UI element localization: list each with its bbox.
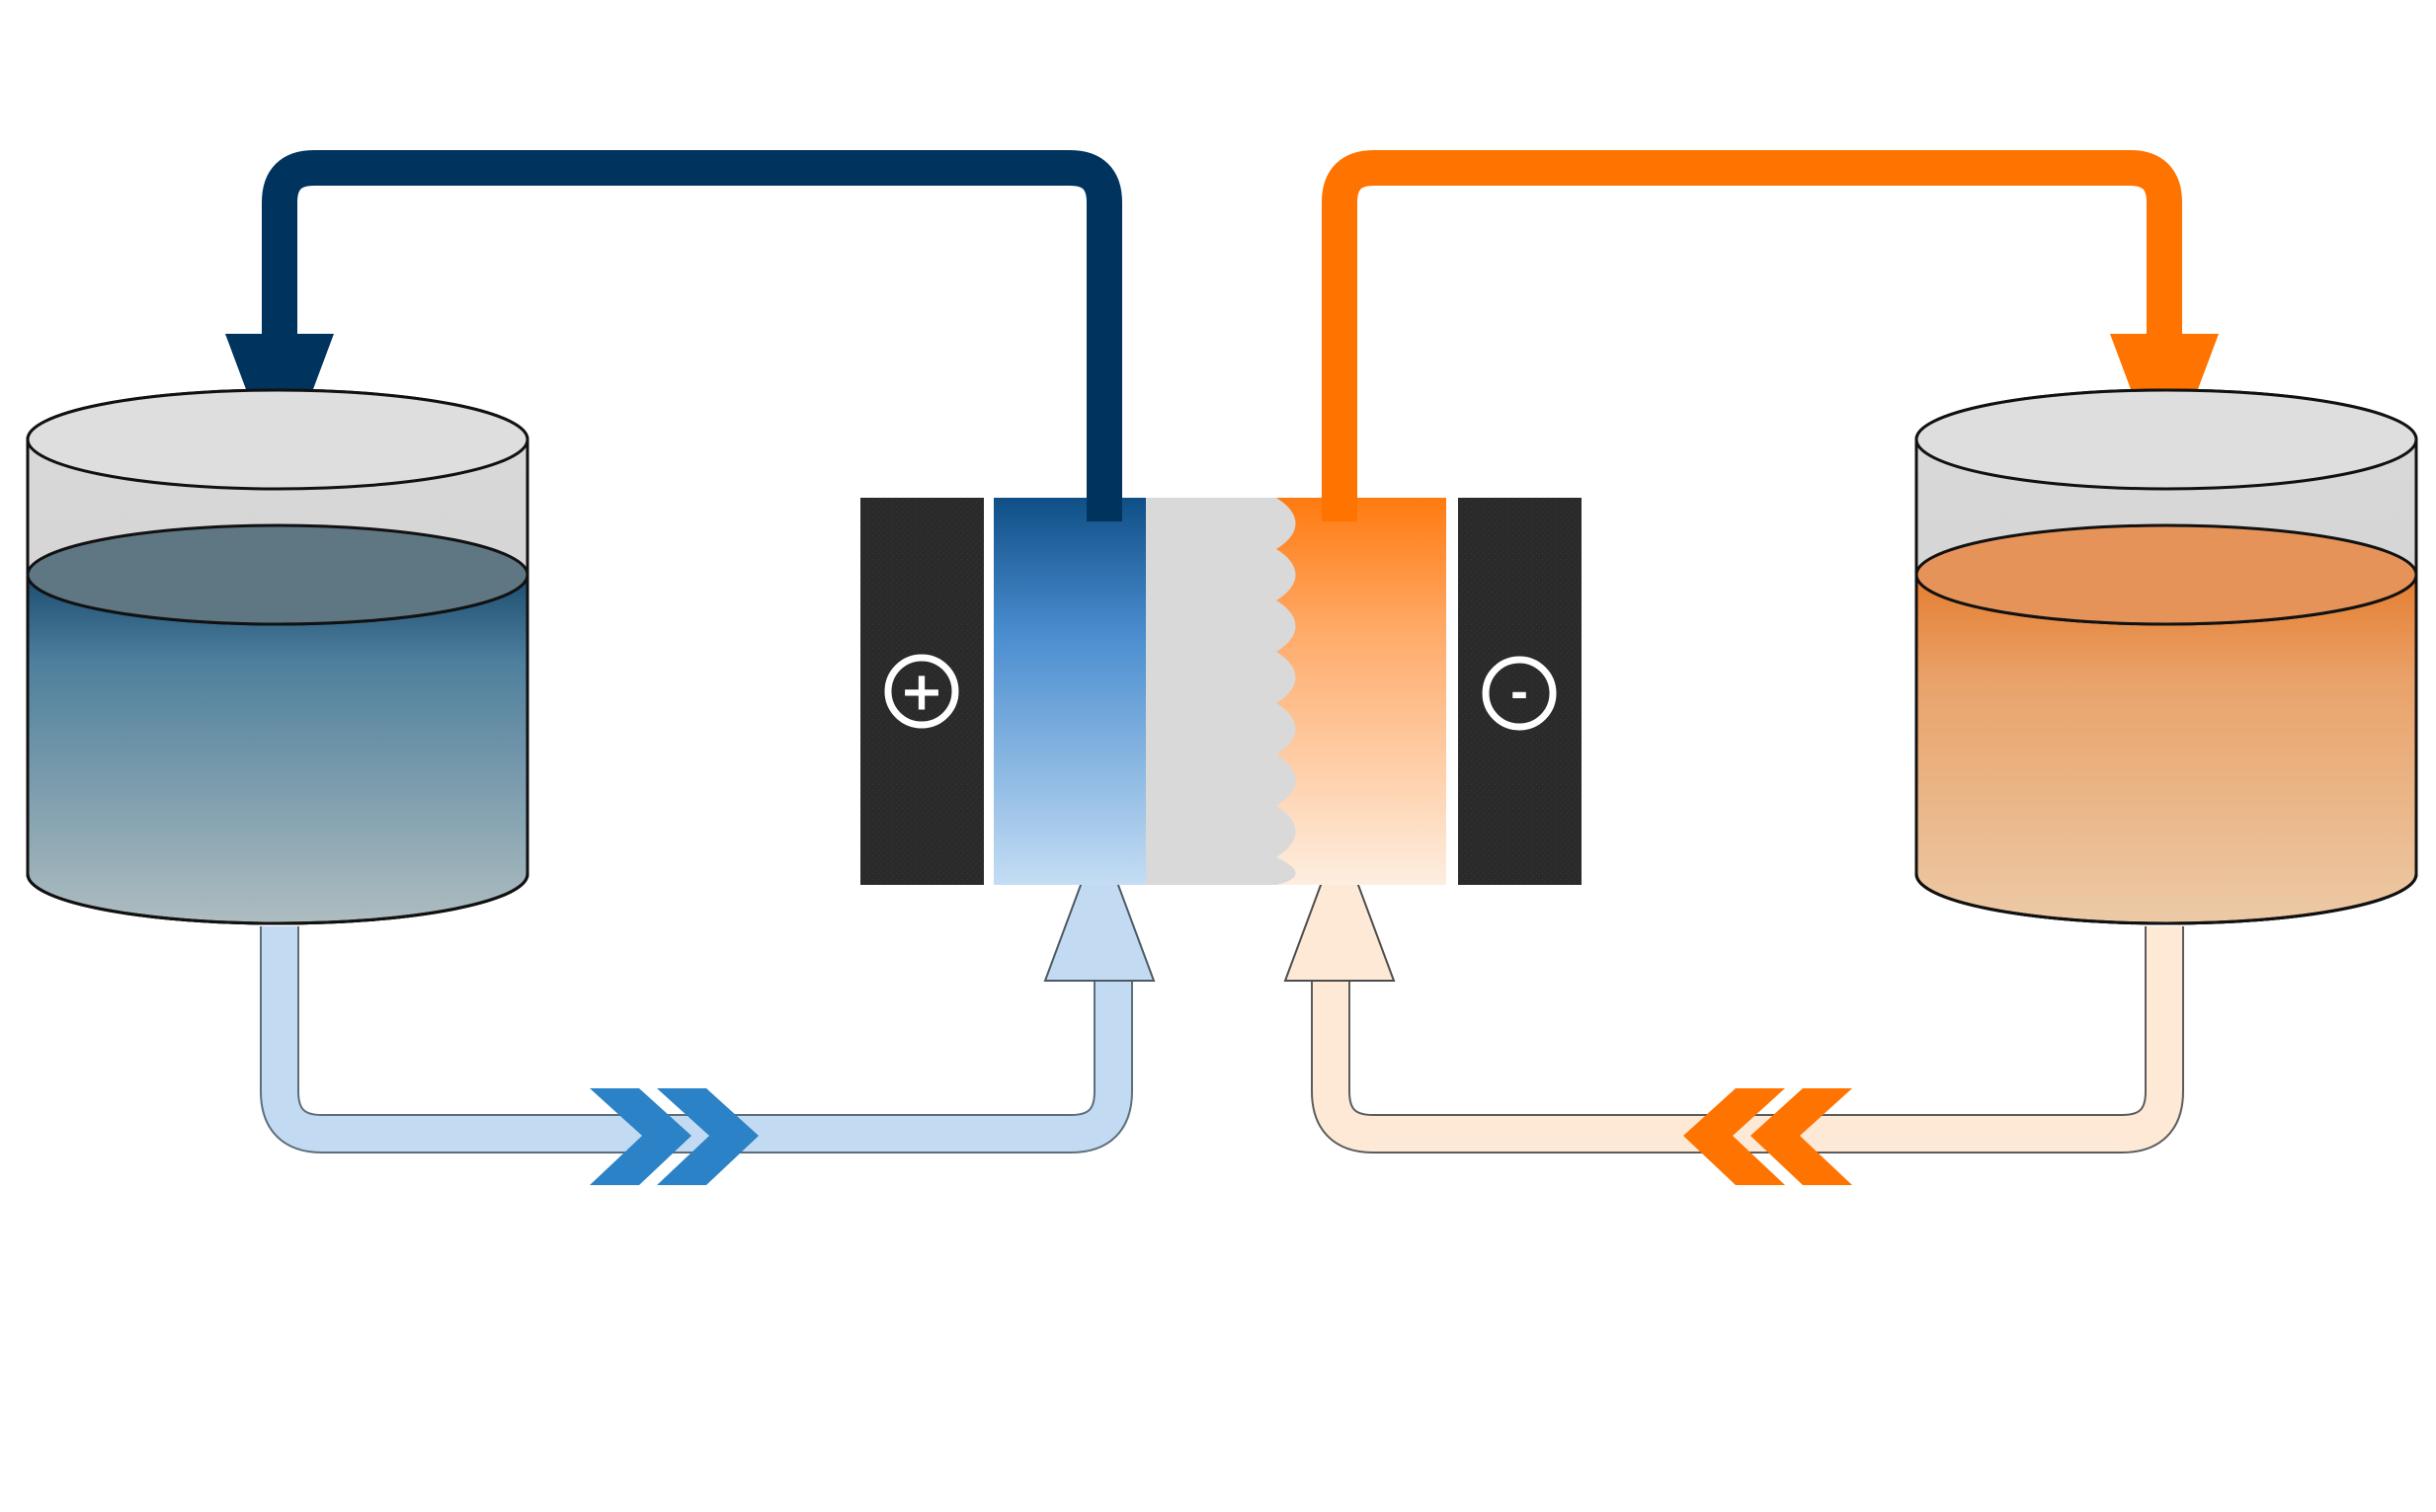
membrane-right-wave <box>1233 498 1296 885</box>
cell-stack: + - <box>860 498 1582 885</box>
left-pipe-entry <box>1087 494 1122 521</box>
right-return-pipe <box>1322 150 2182 521</box>
catholyte-half-cell <box>994 498 1172 885</box>
positive-electrode-icon <box>860 498 984 885</box>
anolyte-half-cell <box>1276 498 1446 885</box>
negative-sign: - <box>1482 656 1557 731</box>
left-supply-arrowhead-icon <box>1043 832 1156 982</box>
left-supply-pipe <box>262 926 1131 1152</box>
positive-sign: + <box>884 654 959 729</box>
left-tank-icon <box>26 388 529 925</box>
flow-chevron-left-icon <box>1683 1088 1852 1185</box>
right-supply-arrowhead-icon <box>1283 832 1396 982</box>
right-tank-icon <box>1914 388 2418 925</box>
svg-text:+: + <box>899 661 943 723</box>
membrane-left-wave <box>1152 498 1215 885</box>
negative-electrode-icon <box>1458 498 1582 885</box>
flow-chevron-right-icon <box>590 1088 759 1185</box>
right-pipe-entry <box>1322 494 1357 521</box>
svg-text:-: - <box>1510 669 1528 719</box>
right-supply-pipe <box>1313 926 2182 1152</box>
left-return-pipe <box>262 150 1122 521</box>
